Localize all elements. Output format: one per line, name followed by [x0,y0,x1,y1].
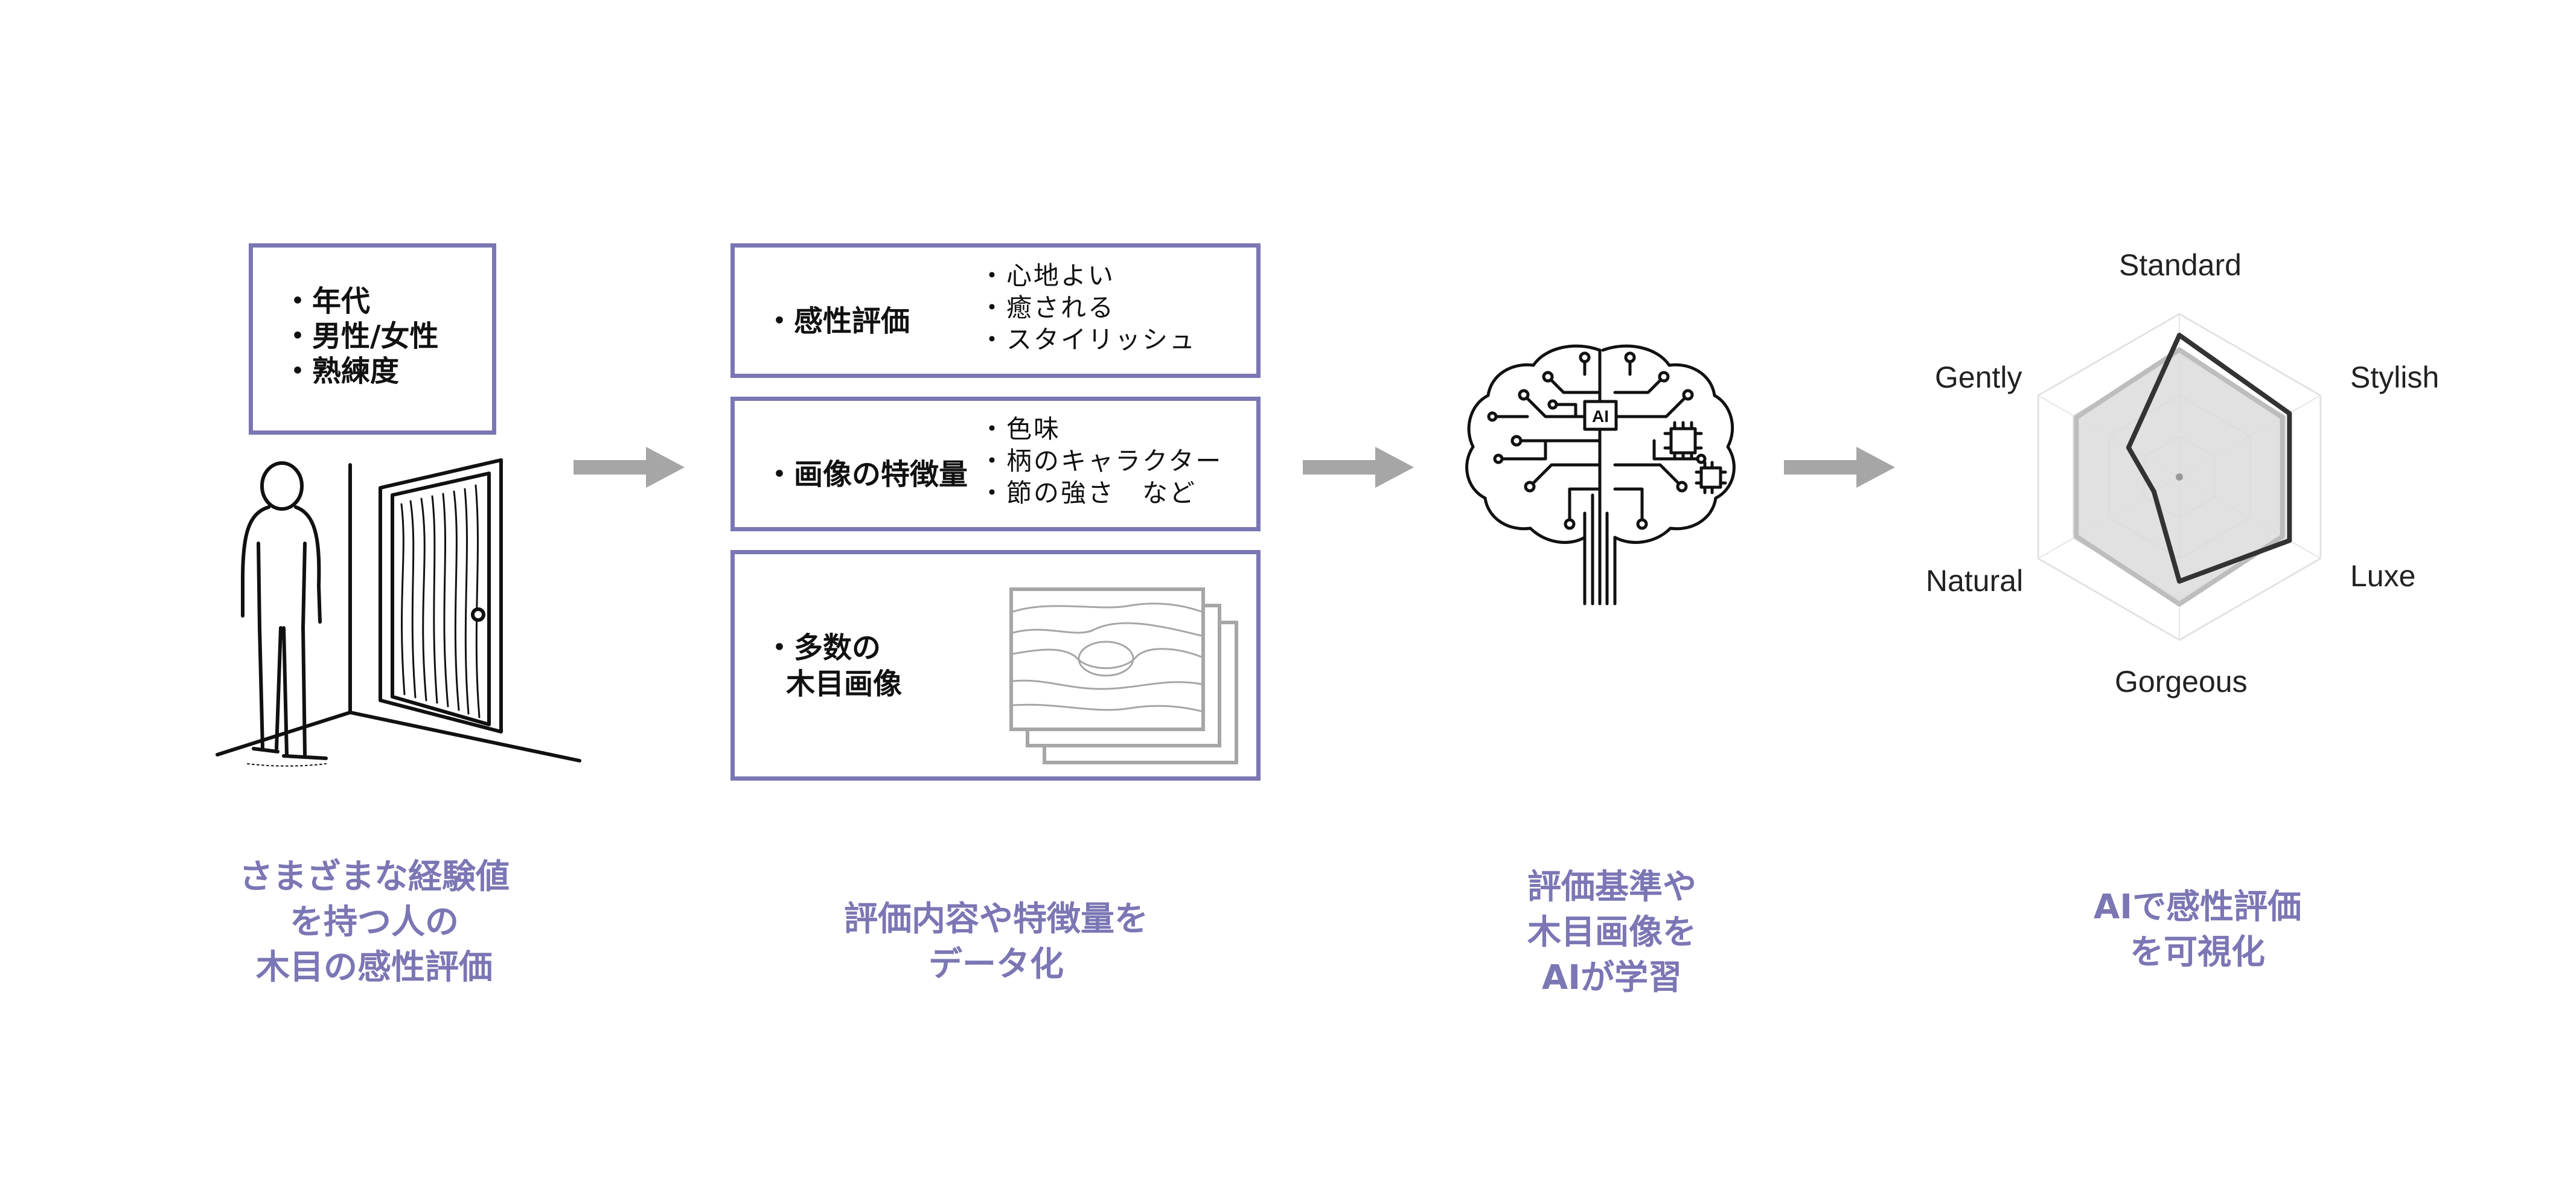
kansei-item-2: ・癒される [979,293,1116,322]
wood-images-box: ・多数の 木目画像 [730,550,1261,781]
arrow-right-icon-1 [574,447,685,488]
radar-axis-label-natural: Natural [1926,564,2024,598]
ai-chip [1583,400,1618,431]
kansei-evaluation-box: ・感性評価 ・心地よい ・癒される ・スタイリッシュ [730,243,1261,378]
radar-series-2 [2126,333,2292,584]
caption-step3: 評価基準や 木目画像を AIが学習 [1527,868,1696,997]
ai-chip-label: AI [1592,407,1609,426]
radar-center-dot [2176,473,2183,481]
radar-axis-label-gently: Gently [1935,360,2022,394]
person-icon [241,461,328,760]
radar-axis-label-luxe: Luxe [2350,559,2416,593]
attribute-gender: ・男性/女性 [283,319,439,353]
image-features-box: ・画像の特徴量 ・色味 ・柄のキャラクター ・節の強さ など [730,397,1261,531]
features-item-3: ・節の強さ など [979,478,1197,508]
attribute-list: ・年代 ・男性/女性 ・熟練度 [283,284,439,389]
door-icon [379,458,503,734]
floor-line [216,711,581,763]
features-item-2: ・柄のキャラクター [979,446,1223,476]
kansei-item-1: ・心地よい [979,261,1116,290]
wood-grain-images-icon [1009,587,1238,764]
attribute-skill: ・熟練度 [283,354,400,388]
features-label: ・画像の特徴量 [765,458,968,491]
person-door-illustration [216,458,581,767]
kansei-label: ・感性評価 [765,304,910,338]
brain-circuit-icon: AI [1465,344,1736,606]
features-items: ・色味 ・柄のキャラクター ・節の強さ など [979,413,1222,509]
kansei-item-3: ・スタイリッシュ [979,325,1197,354]
attribute-age: ・年代 [283,284,371,318]
arrow-right-icon-2 [1303,447,1414,488]
radar-axis-label-standard: Standard [2119,248,2242,282]
wood-images-label-line1: ・多数の [765,631,881,665]
caption-step2: 評価内容や特徴量を データ化 [844,900,1148,984]
radar-axis-label-stylish: Stylish [2350,360,2440,394]
features-item-1: ・色味 [979,414,1061,444]
caption-step4: AIで感性評価 を可視化 [2093,888,2302,972]
person-attributes-box: ・年代 ・男性/女性 ・熟練度 [249,243,496,435]
radar-chart [2037,313,2322,641]
wood-images-label-line2: 木目画像 [786,667,903,701]
arrow-right-icon-3 [1784,447,1895,488]
kansei-items: ・心地よい ・癒される ・スタイリッシュ [979,260,1197,356]
wood-images-label: ・多数の 木目画像 [765,630,902,702]
door-knob [471,607,485,622]
radar-axis-label-gorgeous: Gorgeous [2115,665,2248,699]
caption-step1: さまざまな経験値 を持つ人の 木目の感性評価 [239,857,510,987]
